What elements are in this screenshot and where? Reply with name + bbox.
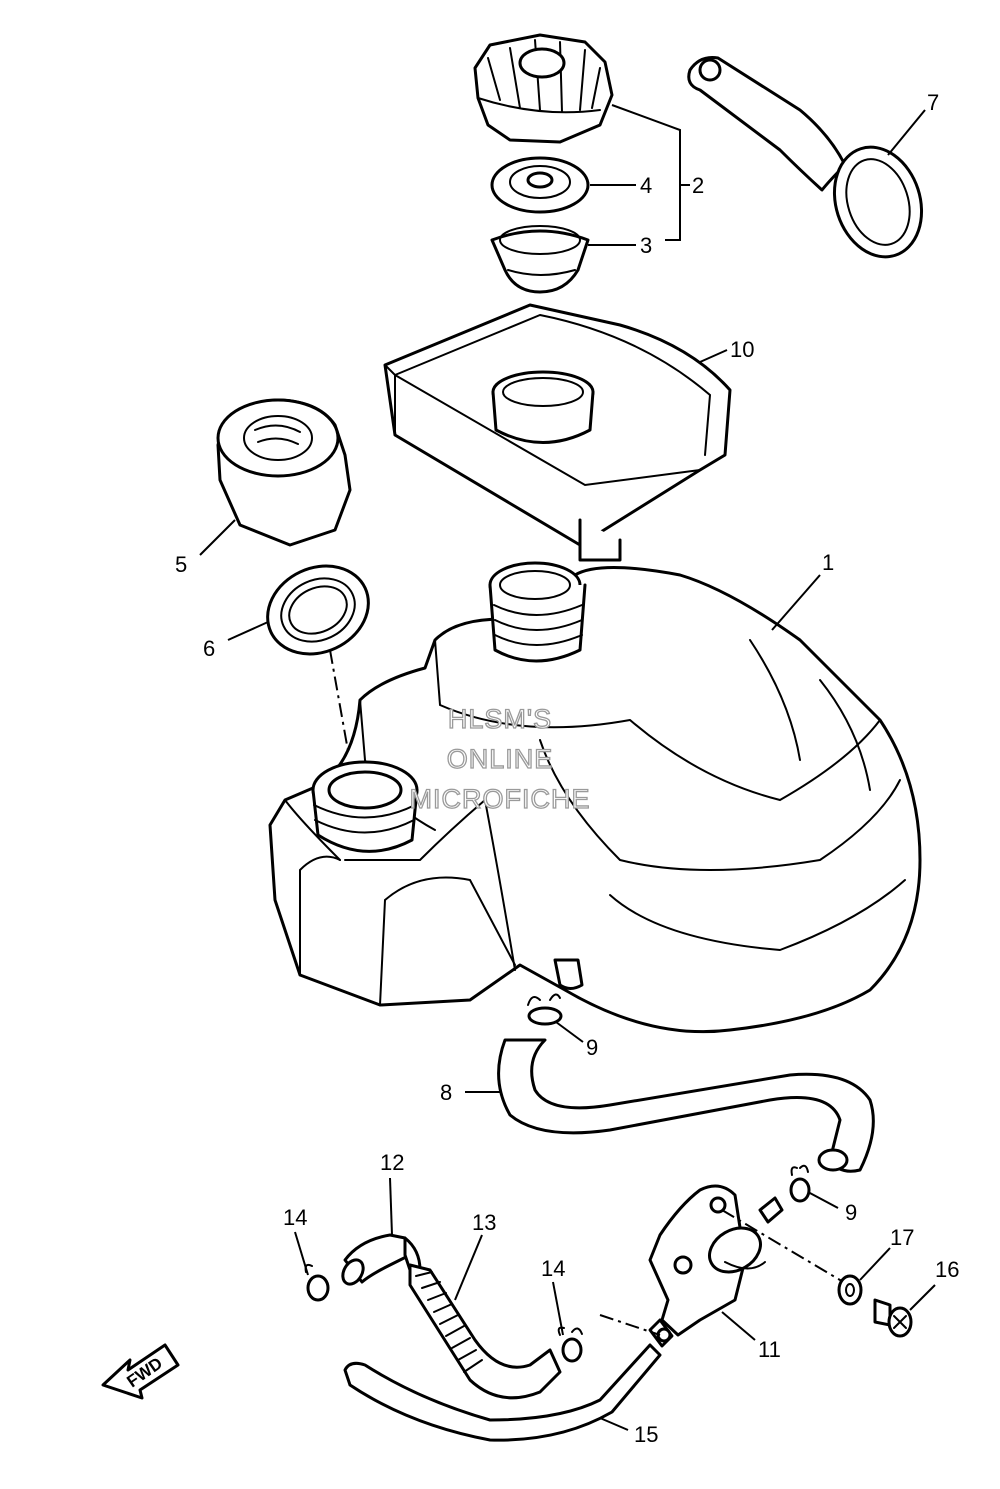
fuel-cap (473, 33, 614, 144)
callout-1: 1 (822, 550, 834, 575)
callout-labels: 1 2 3 4 5 6 7 8 9 9 10 11 12 13 14 14 15… (175, 90, 959, 1447)
cap-gasket (490, 156, 590, 214)
watermark-line-3: MICROFICHE (410, 784, 591, 814)
oil-seal-ring (266, 564, 370, 656)
fuel-tank (268, 561, 922, 1034)
hose-clip-upper (527, 993, 563, 1026)
callout-9-upper: 9 (586, 1035, 598, 1060)
callout-5: 5 (175, 552, 187, 577)
callout-11: 11 (758, 1337, 781, 1362)
watermark: HLSM'S ONLINE MICROFICHE (409, 703, 591, 814)
callout-9-right: 9 (845, 1200, 857, 1225)
filler-neck (490, 225, 590, 294)
fuel-hose-12 (341, 1233, 422, 1286)
callout-7: 7 (927, 90, 939, 115)
cap-strap (687, 56, 924, 259)
breather-hose (497, 1038, 875, 1173)
hose-alignment-line (599, 1314, 661, 1336)
callout-10: 10 (730, 337, 754, 362)
washer (837, 1274, 863, 1306)
forward-direction-arrow: FWD (101, 1343, 180, 1400)
watermark-line-1: HLSM'S (448, 704, 552, 734)
callout-bracket-2 (611, 104, 690, 241)
callout-14-left: 14 (283, 1205, 307, 1230)
fuel-hose-15 (343, 1343, 662, 1442)
callout-15: 15 (634, 1422, 658, 1447)
callout-6: 6 (203, 636, 215, 661)
callout-3: 3 (640, 233, 652, 258)
screw-alignment-line (721, 1209, 846, 1284)
watermark-line-2: ONLINE (447, 744, 554, 774)
hose-clip-left (304, 1263, 330, 1302)
callout-12: 12 (380, 1150, 404, 1175)
hose-clip-right (789, 1164, 811, 1203)
callout-2: 2 (692, 173, 704, 198)
oil-filler-cap (216, 398, 352, 547)
callout-13: 13 (472, 1210, 496, 1235)
callout-4: 4 (640, 173, 652, 198)
callout-8: 8 (440, 1080, 452, 1105)
hose-clip-middle (557, 1326, 583, 1363)
callout-16: 16 (935, 1257, 959, 1282)
callout-17: 17 (890, 1225, 914, 1250)
protector-spring-hose (408, 1263, 562, 1400)
filler-tray (383, 303, 732, 562)
screw (873, 1298, 913, 1338)
leader-lines (199, 109, 936, 1431)
callout-14-middle: 14 (541, 1256, 565, 1281)
fuel-cock (648, 1184, 784, 1348)
